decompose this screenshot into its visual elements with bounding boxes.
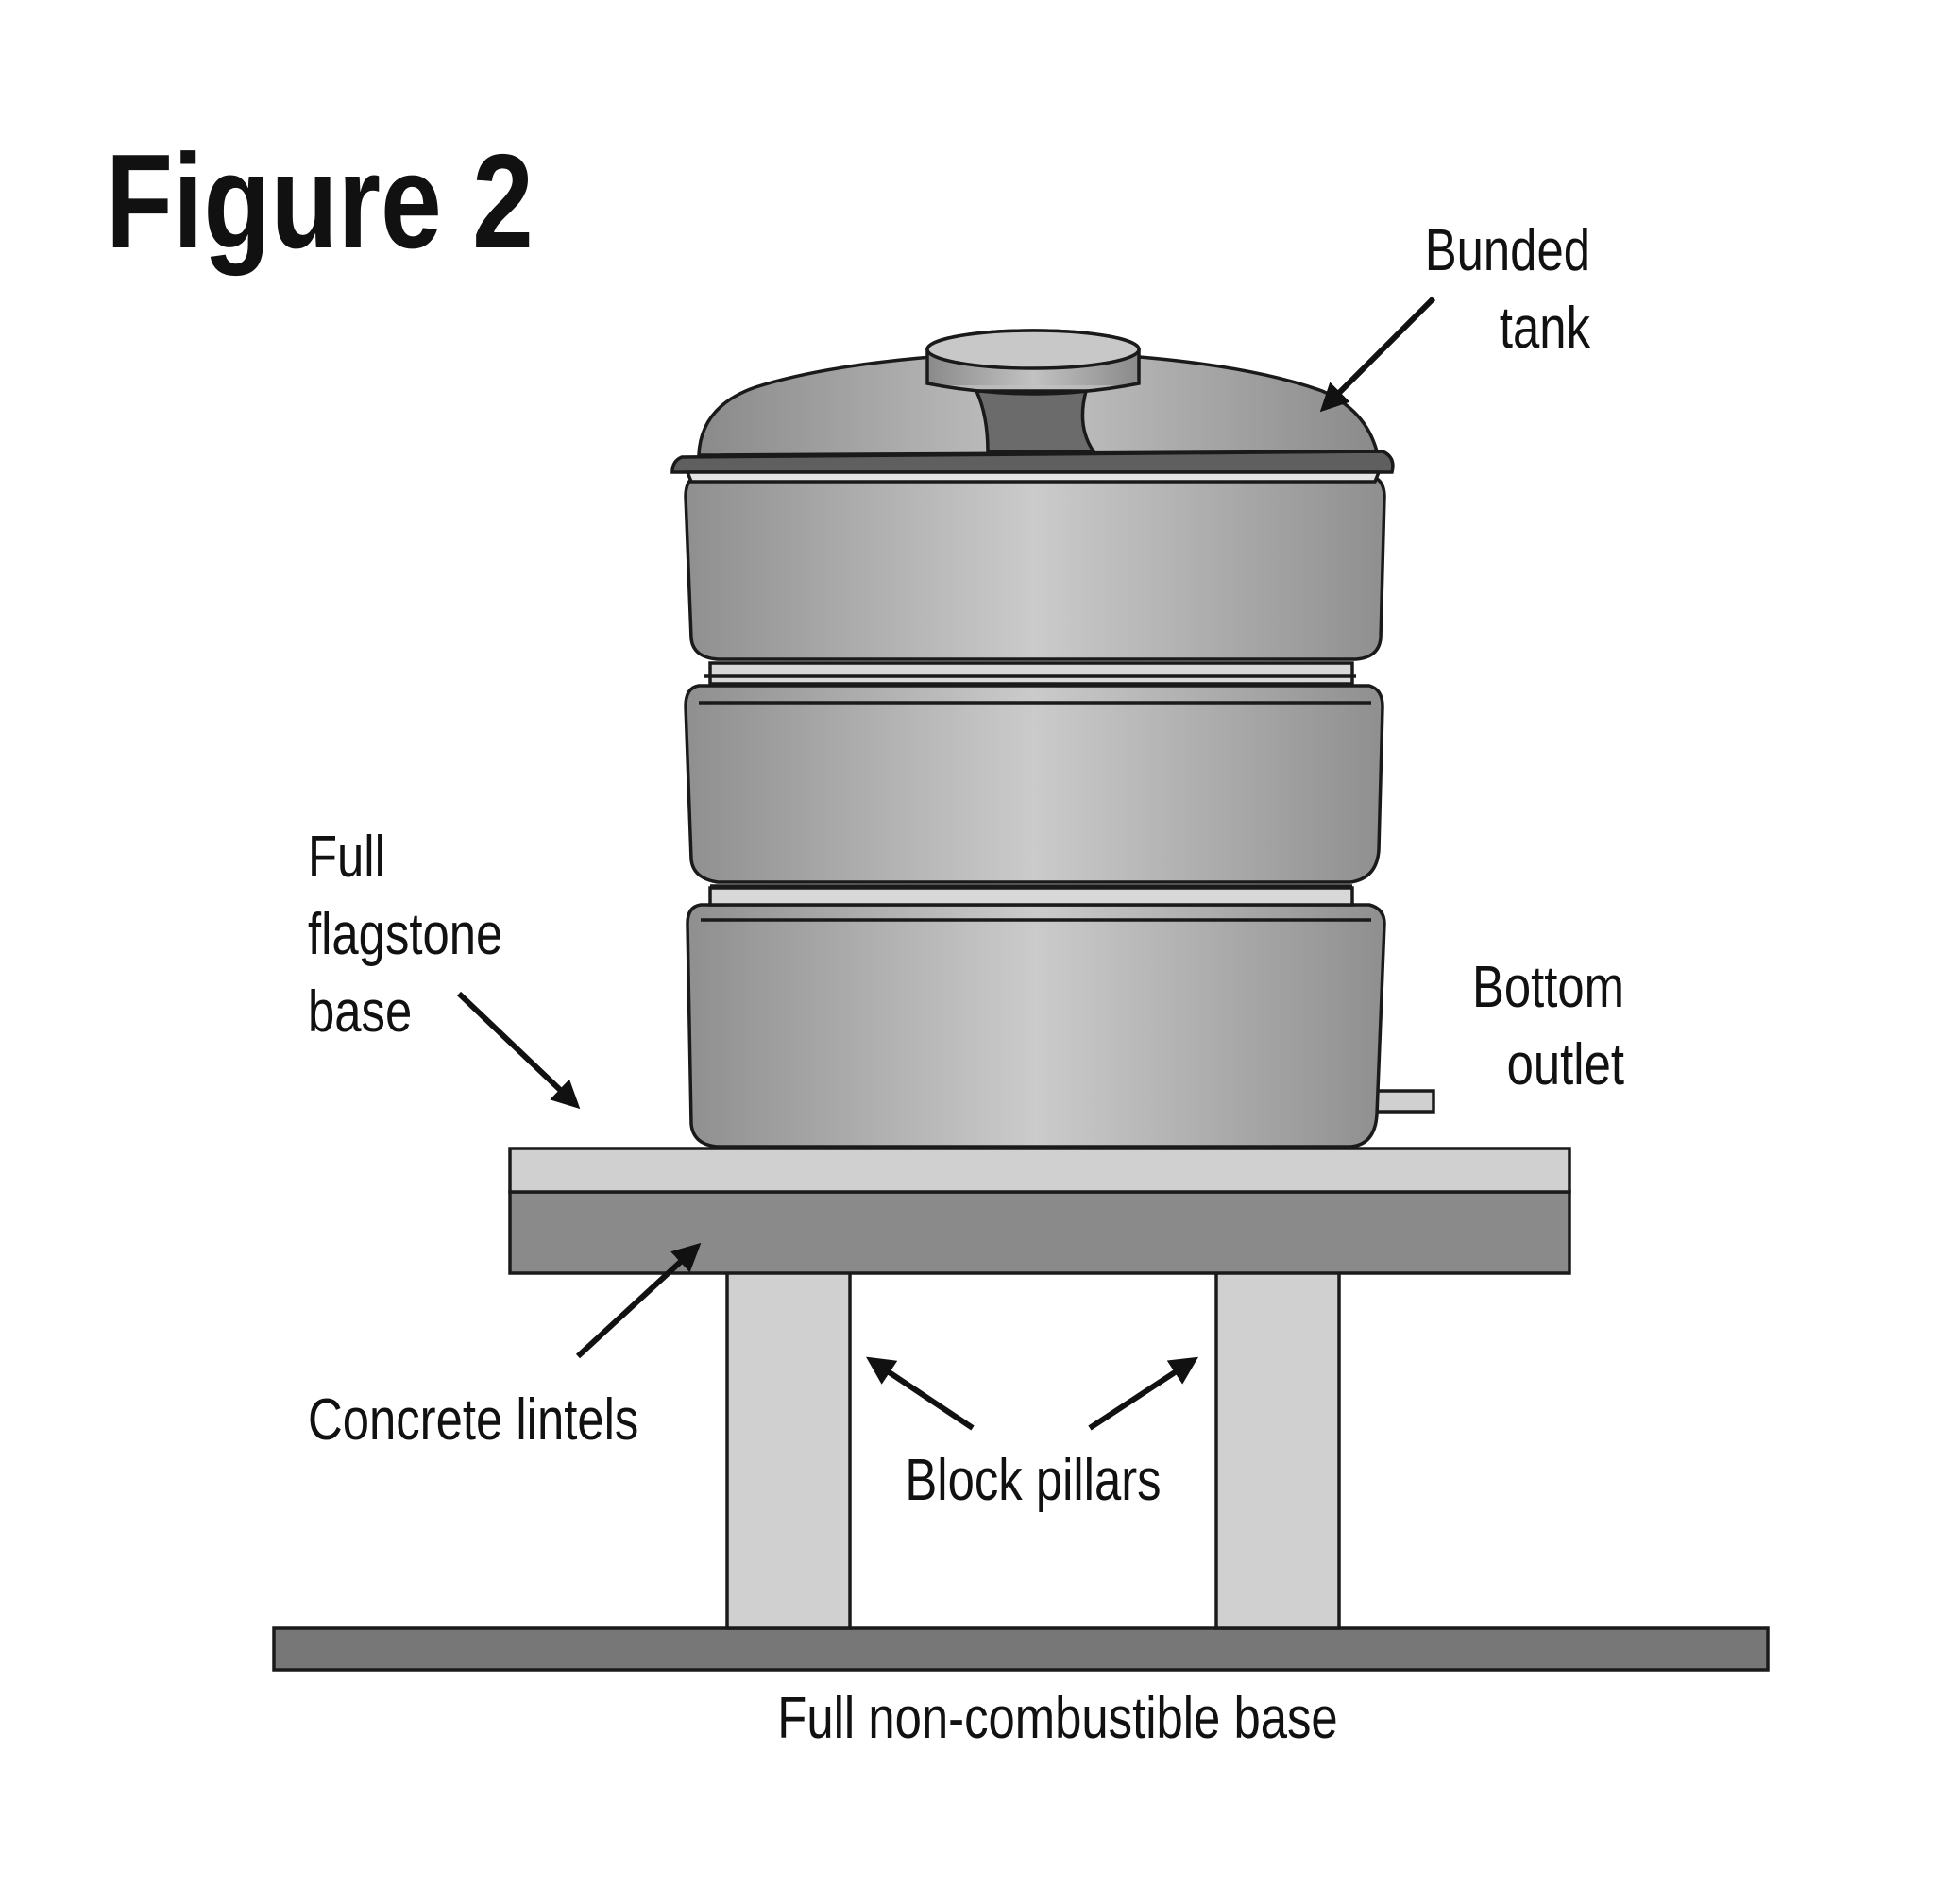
arrow-flagstone xyxy=(456,991,581,1110)
flagstone-base xyxy=(508,1147,1571,1194)
non-combustible-base xyxy=(272,1626,1770,1672)
arrow-block-pillar-left xyxy=(866,1356,975,1431)
label-bunded-tank-line2: tank xyxy=(1500,296,1591,361)
figure-title: Figure 2 xyxy=(106,126,534,277)
label-concrete-lintels: Concrete lintels xyxy=(308,1387,638,1453)
label-flagstone-line3: base xyxy=(308,979,412,1045)
block-pillar-right xyxy=(1214,1269,1341,1630)
label-bunded-tank-line1: Bunded xyxy=(1425,218,1590,283)
bunded-tank xyxy=(670,329,1395,1148)
arrow-block-pillar-right xyxy=(1088,1356,1199,1431)
arrow-concrete-lintels xyxy=(575,1242,702,1359)
label-bottom-outlet-line1: Bottom xyxy=(1472,955,1624,1020)
label-flagstone-line1: Full xyxy=(308,824,385,890)
label-non-combustible-base: Full non-combustible base xyxy=(777,1686,1337,1751)
label-block-pillars: Block pillars xyxy=(905,1448,1161,1513)
concrete-lintels xyxy=(508,1190,1571,1275)
block-pillar-left xyxy=(725,1269,852,1630)
label-flagstone-line2: flagstone xyxy=(308,902,502,967)
arrow-bunded-tank xyxy=(1319,296,1436,413)
label-bottom-outlet-line2: outlet xyxy=(1507,1032,1625,1097)
